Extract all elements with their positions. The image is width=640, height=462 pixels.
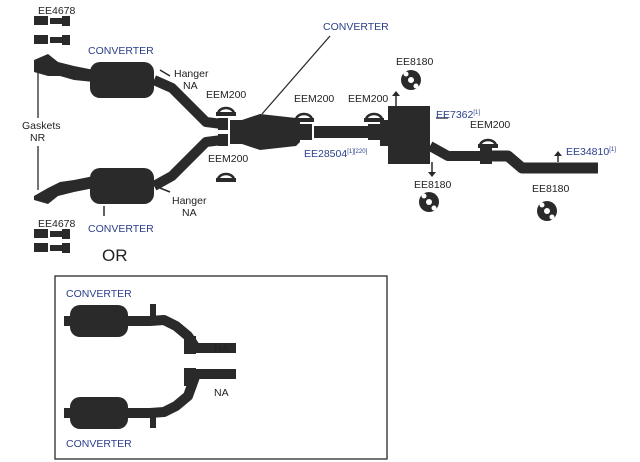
converter-top-label: CONVERTER bbox=[88, 45, 154, 57]
eem200-e-label: EEM200 bbox=[470, 119, 510, 131]
upper-converter-assembly bbox=[34, 54, 223, 129]
inset-na-top-label: NA bbox=[214, 343, 229, 355]
hanger-bottom-label: Hanger bbox=[172, 195, 207, 207]
muffler bbox=[380, 91, 430, 164]
ee7362-label: EE7362[1] bbox=[436, 109, 480, 121]
converter-mid-label: CONVERTER bbox=[323, 21, 389, 33]
ee4678-bottom-label: EE4678 bbox=[38, 218, 76, 230]
rear-pipe bbox=[492, 150, 598, 174]
ee8180-mid-label: EE8180 bbox=[414, 179, 452, 191]
eem200-d-label: EEM200 bbox=[348, 93, 388, 105]
inset-converter-top-label: CONVERTER bbox=[66, 288, 132, 300]
hanger-top-label: Hanger bbox=[174, 68, 209, 80]
bolt-kit-top bbox=[34, 16, 70, 45]
gaskets-label: Gaskets bbox=[22, 120, 61, 132]
ee8180-top-label: EE8180 bbox=[396, 56, 434, 68]
eem200-c-label: EEM200 bbox=[294, 93, 334, 105]
eem200-a-label: EEM200 bbox=[206, 89, 246, 101]
clamp-eem200-c bbox=[294, 112, 314, 122]
hanger-ee8180-mid bbox=[419, 162, 439, 212]
clamp-eem200-a bbox=[216, 106, 236, 116]
flange-lower bbox=[218, 134, 228, 146]
ee28504-label: EE28504[1][220] bbox=[304, 148, 368, 160]
clamp-eem200-e bbox=[478, 138, 498, 148]
hanger-bottom-pointer bbox=[159, 187, 171, 193]
intermediate-pipe bbox=[314, 124, 380, 140]
hanger-top-pointer bbox=[159, 69, 171, 77]
or-label: OR bbox=[102, 246, 128, 265]
flange-upper bbox=[218, 118, 228, 130]
hanger-top-na-label: NA bbox=[183, 80, 198, 92]
gaskets-nr-label: NR bbox=[30, 132, 46, 144]
bolt-kit-bottom bbox=[34, 229, 70, 253]
inset-upper-converter bbox=[64, 304, 236, 354]
hanger-ee8180-top bbox=[401, 70, 421, 90]
inset-frame bbox=[54, 275, 388, 460]
flange-joint bbox=[230, 120, 242, 144]
hanger-ee8180-right bbox=[537, 201, 557, 221]
ee8180-right-label: EE8180 bbox=[532, 183, 570, 195]
clamp-eem200-b bbox=[216, 172, 236, 182]
tail-pipe bbox=[427, 117, 492, 164]
converter-bottom-label: CONVERTER bbox=[88, 223, 154, 235]
eem200-b-label: EEM200 bbox=[208, 153, 248, 165]
inset-na-bottom-label: NA bbox=[214, 387, 229, 399]
mid-converter bbox=[242, 114, 312, 150]
converter-mid-pointer bbox=[261, 35, 331, 115]
lower-converter-assembly bbox=[34, 135, 223, 204]
ee34810-label: EE34810[1] bbox=[566, 146, 616, 158]
ee4678-top-label: EE4678 bbox=[38, 5, 76, 17]
inset-lower-converter bbox=[64, 368, 236, 429]
clamp-eem200-d bbox=[364, 112, 384, 122]
hanger-bottom-na-label: NA bbox=[182, 207, 197, 219]
inset-converter-bottom-label: CONVERTER bbox=[66, 438, 132, 450]
